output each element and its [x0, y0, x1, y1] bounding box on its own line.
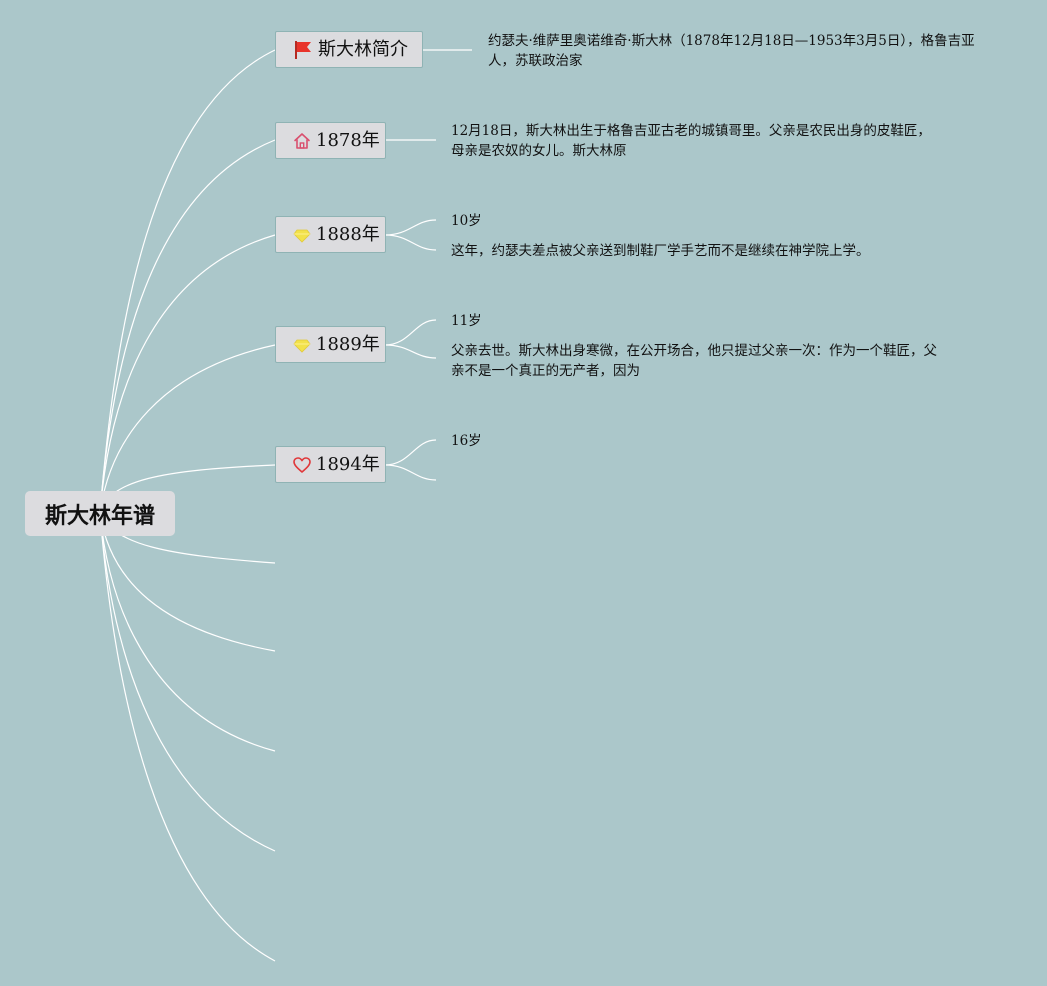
topic-1894[interactable]: 1894年	[275, 446, 386, 483]
note-1888-age: 10岁	[451, 213, 482, 229]
connector-root-1878	[99, 139, 276, 514]
note-1889-detail: 父亲去世。斯大林出身寒微，在公开场合，他只提过父亲一次：作为一个鞋匠，父亲不是一…	[451, 343, 937, 379]
connector-root-empty-2	[99, 512, 276, 652]
topic-1888[interactable]: 1888年	[275, 216, 386, 253]
note-1894-age: 16岁	[451, 433, 482, 449]
connector-root-1888	[99, 234, 276, 514]
note-1889-age: 11岁	[451, 313, 482, 329]
diamond-icon	[292, 334, 312, 356]
diamond-icon	[292, 224, 312, 246]
connector-root-empty-5	[99, 512, 276, 962]
topic-intro[interactable]: 斯大林简介	[275, 31, 423, 68]
connector-root-1889	[99, 344, 276, 514]
topic-1889[interactable]: 1889年	[275, 326, 386, 363]
topic-label: 1889年	[316, 333, 380, 355]
connector-root-empty-3	[99, 512, 276, 752]
root-node[interactable]: 斯大林年谱	[25, 491, 175, 536]
topic-label: 斯大林简介	[318, 38, 408, 60]
topic-label: 1878年	[316, 129, 380, 151]
heart-icon	[292, 454, 312, 476]
topic-1878[interactable]: 1878年	[275, 122, 386, 159]
connector-1888-note-2	[384, 234, 437, 251]
note-1888-detail: 这年，约瑟夫差点被父亲送到制鞋厂学手艺而不是继续在神学院上学。	[451, 243, 870, 259]
connector-1889-note-1	[384, 319, 437, 346]
connector-1888-note-1	[384, 219, 437, 236]
connector-root-empty-4	[99, 512, 276, 852]
connector-1894-note-1	[384, 439, 437, 466]
topic-label: 1894年	[316, 453, 380, 475]
connector-1889-note-2	[384, 344, 437, 359]
note-intro: 约瑟夫·维萨里奥诺维奇·斯大林（1878年12月18日—1953年3月5日），格…	[488, 33, 975, 69]
connector-1894-note-2	[384, 464, 437, 481]
home-icon	[292, 130, 312, 152]
topic-label: 1888年	[316, 223, 380, 245]
red-flag-icon	[292, 39, 314, 61]
connector-root-intro	[99, 49, 276, 514]
note-1878: 12月18日，斯大林出生于格鲁吉亚古老的城镇哥里。父亲是农民出身的皮鞋匠，母亲是…	[451, 123, 931, 159]
